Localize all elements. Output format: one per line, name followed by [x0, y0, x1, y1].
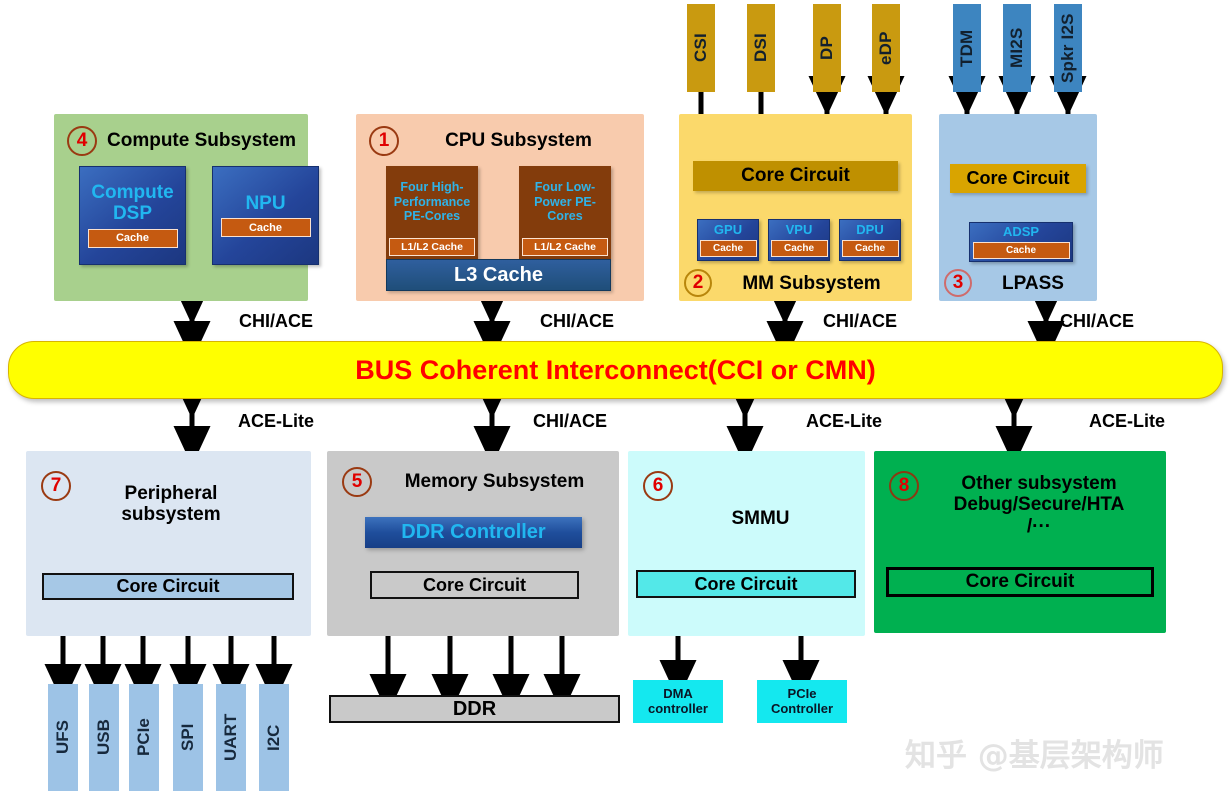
port-csi[interactable]: CSI: [687, 4, 715, 92]
port-uart[interactable]: UART: [216, 684, 246, 791]
port-pcie[interactable]: PCIe: [129, 684, 159, 791]
core-circuit-other[interactable]: Core Circuit: [886, 567, 1154, 597]
block-ddr-controller[interactable]: DDR Controller: [365, 517, 582, 548]
title-compute-subsystem: Compute Subsystem: [107, 130, 296, 152]
cache-npu: Cache: [220, 218, 311, 238]
block-vpu[interactable]: VPU Cache: [768, 219, 830, 261]
block-compute-dsp-label: Compute DSP: [91, 182, 174, 224]
badge-compute: 4: [67, 126, 97, 156]
core-circuit-smmu[interactable]: Core Circuit: [636, 570, 856, 598]
badge-other: 8: [889, 471, 919, 501]
subsystem-lpass[interactable]: Core Circuit ADSP Cache 3 LPASS: [939, 114, 1097, 301]
port-ufs[interactable]: UFS: [48, 684, 78, 791]
port-mi2s[interactable]: MI2S: [1003, 4, 1031, 92]
port-dsi[interactable]: DSI: [747, 4, 775, 92]
link-label-upper-compute: CHI/ACE: [239, 311, 314, 331]
cache-gpu: Cache: [699, 239, 757, 257]
cache-compute-dsp: Cache: [87, 228, 178, 248]
cache-high-perf-cores: L1/L2 Cache: [389, 238, 475, 256]
core-circuit-peripheral[interactable]: Core Circuit: [42, 573, 294, 600]
title-lpass: LPASS: [1002, 272, 1064, 294]
block-low-power-cores[interactable]: Four Low-Power PE-Cores L1/L2 Cache: [519, 166, 611, 259]
title-cpu-subsystem: CPU Subsystem: [445, 130, 592, 152]
subsystem-other[interactable]: 8 Other subsystem Debug/Secure/HTA /··· …: [874, 451, 1166, 633]
subsystem-compute[interactable]: 4 Compute Subsystem Compute DSP Cache NP…: [54, 114, 319, 301]
block-npu[interactable]: NPU Cache: [212, 166, 319, 265]
title-memory-subsystem: Memory Subsystem: [404, 471, 585, 493]
watermark: 知乎 @基层架构师: [905, 738, 1164, 774]
link-label-lower-smmu: ACE-Lite: [806, 411, 882, 431]
core-circuit-mm[interactable]: Core Circuit: [693, 161, 898, 191]
block-ddr[interactable]: DDR: [329, 695, 620, 723]
badge-cpu: 1: [369, 126, 399, 156]
subsystem-smmu[interactable]: 6 SMMU Core Circuit: [628, 451, 865, 636]
badge-smmu: 6: [643, 471, 673, 501]
block-high-perf-cores-label: Four High-Performance PE-Cores: [393, 179, 471, 224]
title-other-subsystem: Other subsystem Debug/Secure/HTA /···: [953, 473, 1125, 537]
link-label-lower-other: ACE-Lite: [1089, 411, 1165, 431]
link-label-upper-mm: CHI/ACE: [823, 311, 898, 331]
core-circuit-lpass[interactable]: Core Circuit: [950, 164, 1086, 193]
port-i2c[interactable]: I2C: [259, 684, 289, 791]
port-dp[interactable]: DP: [813, 4, 841, 92]
badge-mm: 2: [684, 269, 712, 297]
port-tdm[interactable]: TDM: [953, 4, 981, 92]
title-peripheral-subsystem: Peripheral subsystem: [121, 482, 221, 525]
block-adsp[interactable]: ADSP Cache: [969, 222, 1073, 262]
link-label-lower-peripheral: ACE-Lite: [238, 411, 314, 431]
block-high-perf-cores[interactable]: Four High-Performance PE-Cores L1/L2 Cac…: [386, 166, 478, 259]
block-gpu[interactable]: GPU Cache: [697, 219, 759, 261]
block-dpu[interactable]: DPU Cache: [839, 219, 901, 261]
port-spi[interactable]: SPI: [173, 684, 203, 791]
cache-dpu: Cache: [841, 239, 899, 257]
port-usb[interactable]: USB: [89, 684, 119, 791]
block-dpu-label: DPU: [856, 222, 884, 238]
block-adsp-label: ADSP: [1002, 224, 1040, 240]
core-circuit-memory[interactable]: Core Circuit: [370, 571, 579, 599]
link-label-upper-lpass: CHI/ACE: [1060, 311, 1135, 331]
cache-adsp: Cache: [972, 241, 1070, 259]
subsystem-memory[interactable]: 5 Memory Subsystem DDR Controller Core C…: [327, 451, 619, 636]
block-dma-controller[interactable]: DMA controller: [633, 680, 723, 723]
subsystem-mm[interactable]: Core Circuit GPU Cache VPU Cache DPU Cac…: [679, 114, 912, 301]
link-label-lower-memory: CHI/ACE: [533, 411, 608, 431]
block-compute-dsp[interactable]: Compute DSP Cache: [79, 166, 186, 265]
block-npu-label: NPU: [245, 192, 286, 214]
block-pcie-controller[interactable]: PCIe Controller: [757, 680, 847, 723]
block-vpu-label: VPU: [785, 222, 813, 238]
subsystem-cpu[interactable]: 1 CPU Subsystem Four High-Performance PE…: [356, 114, 644, 301]
badge-peripheral: 7: [41, 471, 71, 501]
badge-lpass: 3: [944, 269, 972, 297]
cache-low-power-cores: L1/L2 Cache: [522, 238, 608, 256]
block-gpu-label: GPU: [713, 222, 743, 238]
title-mm-subsystem: MM Subsystem: [742, 272, 881, 294]
cache-vpu: Cache: [770, 239, 828, 257]
port-spkr-i2s[interactable]: Spkr I2S: [1054, 4, 1082, 92]
subsystem-peripheral[interactable]: 7 Peripheral subsystem Core Circuit: [26, 451, 311, 636]
title-smmu: SMMU: [731, 508, 790, 530]
block-low-power-cores-label: Four Low-Power PE-Cores: [534, 179, 596, 224]
block-l3-cache[interactable]: L3 Cache: [386, 259, 611, 291]
bus-coherent-interconnect[interactable]: BUS Coherent Interconnect(CCI or CMN): [8, 341, 1223, 399]
link-label-upper-cpu: CHI/ACE: [540, 311, 615, 331]
port-edp[interactable]: eDP: [872, 4, 900, 92]
badge-memory: 5: [342, 467, 372, 497]
